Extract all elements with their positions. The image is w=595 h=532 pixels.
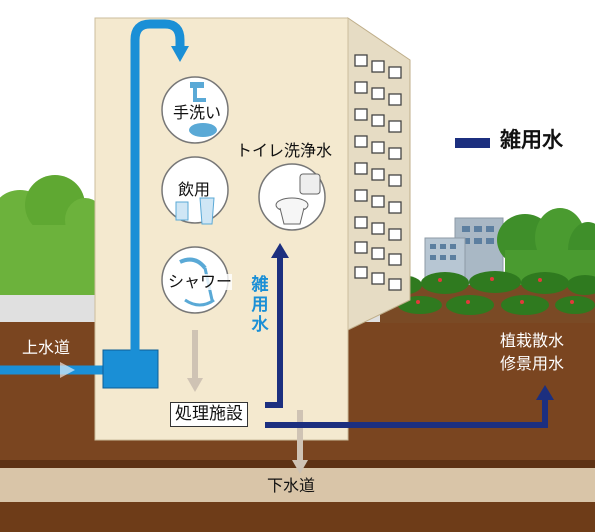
building-window xyxy=(388,278,402,291)
building-window xyxy=(388,120,402,133)
drain-pipes xyxy=(187,330,308,474)
potable-pipes xyxy=(0,19,189,389)
legend-swatch xyxy=(455,138,490,148)
building-window xyxy=(371,247,385,260)
building-window xyxy=(371,272,385,285)
legend-label: 雑用水 xyxy=(500,128,563,152)
sewer-label: 下水道 xyxy=(267,476,316,495)
building-window xyxy=(354,216,368,229)
trees-left xyxy=(0,175,105,305)
reclaimed-char-1: 雑 xyxy=(251,275,269,295)
toilet-label: トイレ洗浄水 xyxy=(236,141,333,160)
building-side xyxy=(347,17,411,331)
building-window xyxy=(354,266,368,279)
building-window xyxy=(354,135,368,148)
right-greenery xyxy=(378,208,595,323)
sewer-layer xyxy=(0,468,595,502)
building-window xyxy=(388,147,402,160)
reclaimed-char-2: 用 xyxy=(251,295,269,315)
building-window xyxy=(371,60,385,73)
building-window xyxy=(371,195,385,208)
cups-icon xyxy=(161,156,229,225)
building-window xyxy=(371,114,385,127)
building-window xyxy=(354,54,368,67)
building-window xyxy=(388,93,402,106)
toilet-icon xyxy=(258,163,326,231)
building-window xyxy=(388,228,402,241)
building-window xyxy=(371,222,385,235)
building-window xyxy=(388,201,402,214)
irrigation-label: 植栽散水 xyxy=(500,331,565,350)
building-window xyxy=(371,87,385,100)
building-window xyxy=(354,241,368,254)
faucet-icon xyxy=(161,76,229,144)
building-window xyxy=(354,162,368,175)
reclaimed-char-3: 水 xyxy=(251,315,269,335)
building-window xyxy=(354,108,368,121)
building-window xyxy=(371,141,385,154)
reclaimed-pipes xyxy=(265,243,554,428)
building-window xyxy=(354,81,368,94)
water-supply-label: 上水道 xyxy=(22,338,71,357)
building-window xyxy=(388,253,402,266)
handwash-label: 手洗い xyxy=(173,103,222,122)
shower-label: シャワー xyxy=(168,272,233,291)
reclaimed-water-vertical-label: 雑 用 水 xyxy=(250,275,270,335)
building-window xyxy=(354,189,368,202)
building-window xyxy=(388,66,402,79)
landscape-label: 修景用水 xyxy=(500,354,565,373)
building-window xyxy=(371,168,385,181)
building-window xyxy=(388,174,402,187)
drinking-label: 飲用 xyxy=(178,180,211,199)
treatment-facility-label: 処理施設 xyxy=(170,402,248,427)
